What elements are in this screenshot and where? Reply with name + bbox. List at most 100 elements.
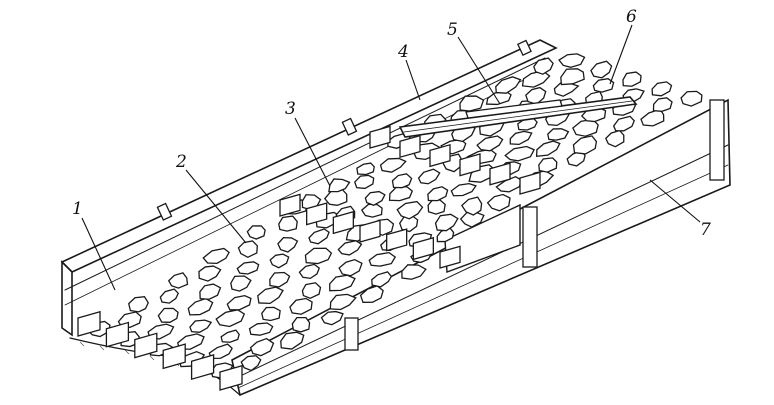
cobblestone: [368, 251, 397, 267]
cobblestone: [558, 53, 586, 68]
cobblestone: [612, 115, 636, 132]
cobblestone: [246, 225, 266, 240]
cobblestone: [476, 135, 504, 152]
cobblestone: [495, 175, 523, 193]
cobblestone: [535, 140, 561, 158]
cobblestone: [495, 76, 522, 94]
cobblestone: [450, 182, 477, 197]
right-side-board: [231, 98, 731, 397]
cobblestone: [269, 271, 291, 288]
cobblestone: [329, 274, 356, 292]
edge-block: [77, 310, 101, 337]
cobblestone: [572, 135, 598, 155]
cobblestone: [533, 57, 554, 75]
edge-block: [190, 354, 215, 381]
cobblestone: [354, 174, 375, 190]
cobblestone: [396, 200, 424, 220]
cobblestone: [651, 81, 673, 97]
edge-block: [429, 143, 451, 168]
cobblestone: [590, 60, 613, 79]
cobblestone: [434, 213, 459, 232]
cobblestone: [278, 215, 298, 232]
callout-5: 5: [447, 20, 501, 105]
cobblestone: [202, 247, 230, 265]
edge-block: [369, 125, 391, 149]
cobblestone: [560, 68, 585, 86]
cobblestone: [328, 178, 351, 193]
cobblestone: [230, 275, 252, 292]
label-2: 2: [175, 152, 187, 172]
cobblestone: [291, 316, 311, 333]
label-7: 7: [700, 220, 711, 240]
label-1: 1: [72, 199, 83, 219]
cobblestone: [236, 261, 260, 275]
cobblestone: [592, 78, 615, 93]
cobblestone: [198, 265, 222, 282]
label-4: 4: [397, 42, 409, 62]
cobblestone: [460, 196, 483, 216]
cobblestone: [220, 329, 240, 343]
cobblestone: [248, 322, 274, 336]
straightedge-rule: [398, 96, 638, 138]
edge-block: [134, 332, 158, 359]
edge-block: [105, 321, 130, 348]
callout-6: 6: [609, 7, 637, 85]
cobblestone: [364, 190, 386, 206]
cobblestone: [401, 264, 427, 280]
cobblestone: [215, 309, 246, 328]
cobblestone: [605, 129, 625, 148]
label-3: 3: [285, 99, 296, 119]
cobblestone: [329, 293, 357, 311]
callout-4: 4: [397, 42, 421, 101]
cobblestone: [187, 297, 214, 316]
cobblestone: [257, 286, 284, 305]
cobblestone: [128, 295, 149, 313]
edge-block: [439, 245, 461, 269]
cobblestone: [504, 145, 536, 162]
edge-block: [519, 171, 541, 195]
cobblestone: [427, 186, 449, 202]
cobblestone: [320, 310, 344, 326]
cobblestone: [226, 294, 252, 311]
callout-1: 1: [72, 199, 116, 291]
label-6: 6: [626, 7, 637, 27]
cobblestone: [486, 193, 511, 212]
cobblestone: [298, 263, 321, 280]
cobblestone: [269, 253, 290, 269]
edge-block: [162, 343, 186, 370]
edge-block: [412, 236, 434, 261]
cobblestone: [459, 95, 485, 112]
cobblestone: [371, 271, 393, 288]
cobblestone: [249, 337, 275, 357]
cobblestone: [189, 319, 213, 333]
cobblestone: [391, 173, 413, 189]
edge-block: [279, 193, 301, 217]
label-5: 5: [447, 20, 458, 40]
cobblestone: [680, 90, 703, 107]
cobblestone: [356, 162, 375, 176]
cobblestone: [538, 157, 558, 173]
cobblestone: [417, 168, 441, 185]
cobblestone: [199, 283, 222, 300]
cobblestone: [338, 258, 363, 277]
cobblestone: [525, 86, 547, 105]
cobblestone: [237, 240, 258, 259]
cobblestone: [308, 228, 330, 245]
edge-block: [332, 210, 354, 235]
edge-block: [359, 219, 381, 243]
edge-block: [399, 134, 421, 159]
edge-block: [459, 153, 481, 177]
callout-2: 2: [175, 152, 247, 244]
cobblestone: [157, 307, 179, 323]
edge-block: [306, 202, 328, 226]
cobblestone: [240, 355, 262, 372]
cobblestone: [509, 130, 533, 146]
edge-block: [219, 364, 243, 391]
edge-block: [386, 228, 408, 252]
cobblestone: [304, 247, 333, 265]
cobblestone: [261, 306, 281, 322]
cobblestone: [159, 288, 180, 304]
cobblestone: [289, 297, 313, 315]
